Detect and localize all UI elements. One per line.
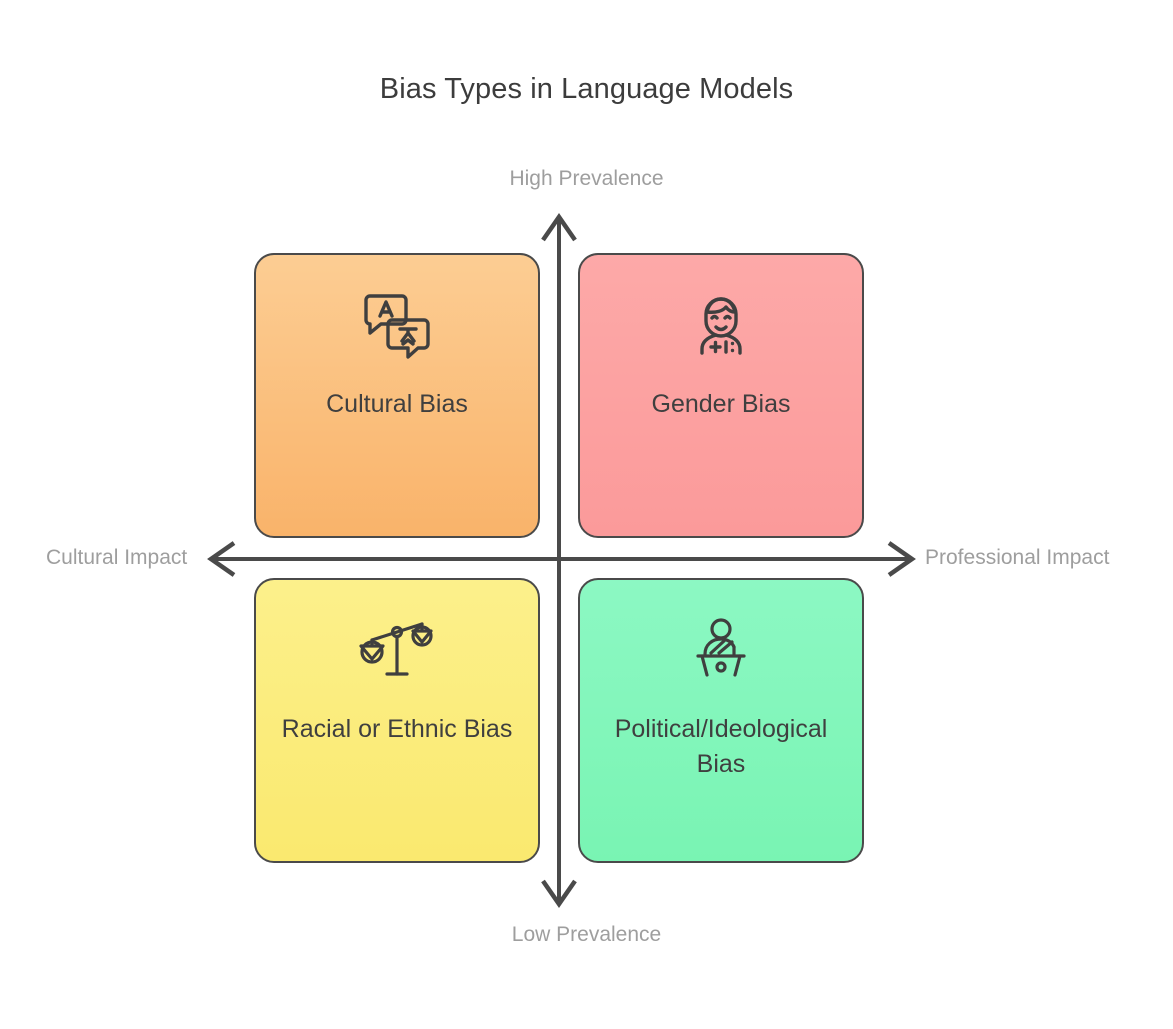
axis-arrow-left-icon <box>207 541 236 577</box>
scales-balance-icon <box>358 612 436 690</box>
axis-arrow-down-icon <box>541 879 577 908</box>
quadrant-label-cultural-bias: Cultural Bias <box>326 390 468 418</box>
axis-arrow-right-icon <box>887 541 916 577</box>
quadrant-label-gender-bias: Gender Bias <box>651 390 791 418</box>
axis-label-top: High Prevalence <box>509 167 664 190</box>
axis-label-bottom: Low Prevalence <box>511 923 662 946</box>
page-title: Bias Types in Language Models <box>379 73 794 105</box>
quadrant-card-cultural-bias[interactable]: Cultural Bias <box>254 253 540 538</box>
quadrant-card-racial-ethnic-bias[interactable]: Racial or Ethnic Bias <box>254 578 540 863</box>
quadrant-card-political-ideological-bias[interactable]: Political/Ideological Bias <box>578 578 864 863</box>
axis-label-right: Professional Impact <box>925 546 1110 569</box>
quadrant-card-gender-bias[interactable]: Gender Bias <box>578 253 864 538</box>
podium-speaker-icon <box>682 612 760 690</box>
quadrant-label-political-ideological-bias: Political/Ideological Bias <box>614 715 828 778</box>
translate-icon <box>358 287 436 365</box>
axis-arrow-up-icon <box>541 213 577 242</box>
person-icon <box>682 287 760 365</box>
quadrant-label-racial-ethnic-bias: Racial or Ethnic Bias <box>281 715 513 743</box>
axis-label-left: Cultural Impact <box>46 546 188 569</box>
